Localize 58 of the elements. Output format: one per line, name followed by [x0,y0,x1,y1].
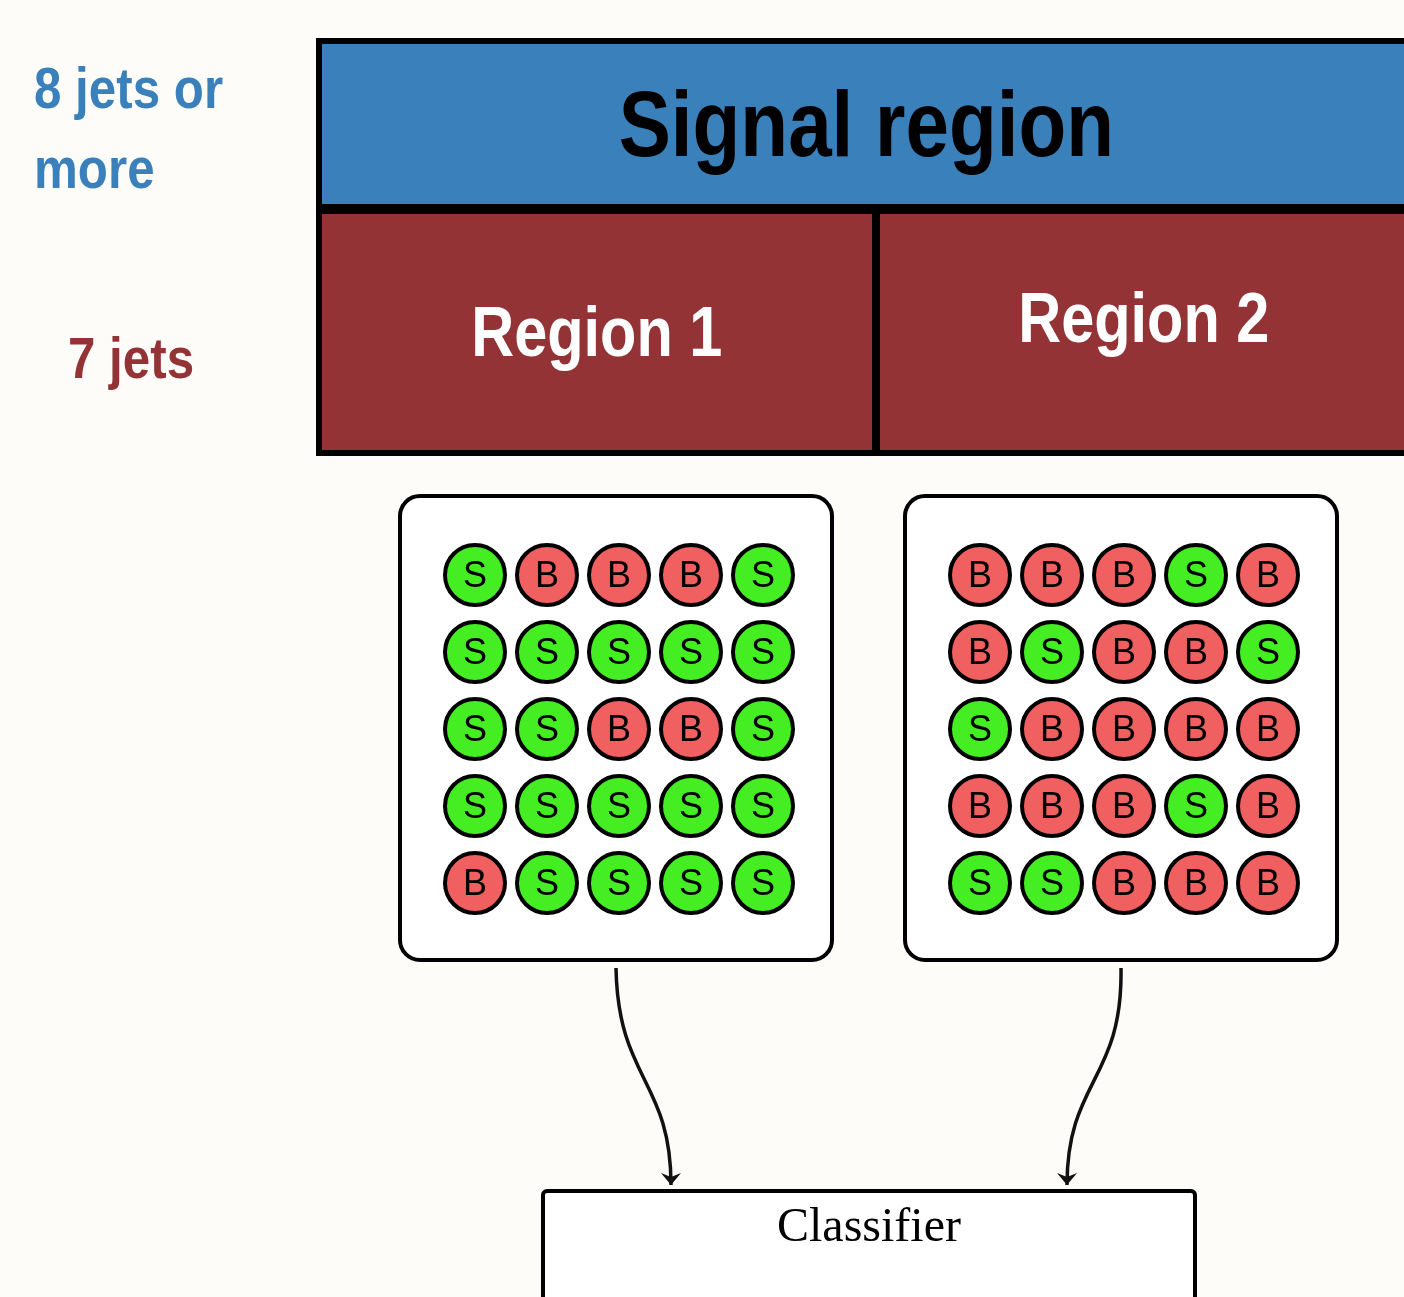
signal-event-circle: S [587,620,651,684]
signal-event-circle: S [587,851,651,915]
background-event-circle: B [587,543,651,607]
signal-event-circle: S [443,543,507,607]
background-event-circle: B [659,697,723,761]
background-event-circle: B [948,543,1012,607]
signal-event-circle: S [515,620,579,684]
background-event-circle: B [948,774,1012,838]
signal-event-circle: S [515,697,579,761]
background-event-circle: B [1020,774,1084,838]
signal-event-circle: S [515,851,579,915]
background-event-circle: B [1236,851,1300,915]
background-event-circle: B [1236,543,1300,607]
signal-event-circle: S [443,774,507,838]
background-event-circle: B [1092,697,1156,761]
background-event-circle: B [1164,851,1228,915]
background-event-circle: B [948,620,1012,684]
signal-event-circle: S [948,697,1012,761]
background-event-circle: B [443,851,507,915]
background-event-circle: B [1164,620,1228,684]
signal-event-circle: S [587,774,651,838]
signal-event-circle: S [515,774,579,838]
signal-event-circle: S [731,620,795,684]
background-event-circle: B [1236,774,1300,838]
signal-event-circle: S [731,543,795,607]
signal-event-circle: S [1164,543,1228,607]
signal-event-circle: S [659,620,723,684]
signal-event-circle: S [1020,851,1084,915]
arrow [614,967,681,1186]
signal-event-circle: S [731,774,795,838]
background-event-circle: B [659,543,723,607]
signal-region-band: Signal region [316,38,1404,210]
sample-box [398,494,834,962]
row-label: 7 jets [68,324,196,392]
signal-event-circle: S [659,851,723,915]
row-label: 8 jets or more [34,54,225,202]
background-event-circle: B [1092,774,1156,838]
background-event-circle: B [1236,697,1300,761]
classifier-box: Classifier [541,1189,1197,1297]
signal-event-circle: S [659,774,723,838]
background-event-circle: B [1020,543,1084,607]
signal-event-circle: S [443,620,507,684]
background-event-circle: B [1164,697,1228,761]
background-event-circle: B [587,697,651,761]
background-event-circle: B [1092,543,1156,607]
signal-event-circle: S [1020,620,1084,684]
signal-event-circle: S [731,697,795,761]
signal-event-circle: S [1236,620,1300,684]
sample-box [903,494,1339,962]
signal-event-circle: S [948,851,1012,915]
background-event-circle: B [1020,697,1084,761]
arrow [1057,967,1123,1186]
background-event-circle: B [1092,620,1156,684]
background-event-circle: B [1092,851,1156,915]
signal-event-circle: S [1164,774,1228,838]
background-event-circle: B [515,543,579,607]
signal-event-circle: S [443,697,507,761]
signal-event-circle: S [731,851,795,915]
